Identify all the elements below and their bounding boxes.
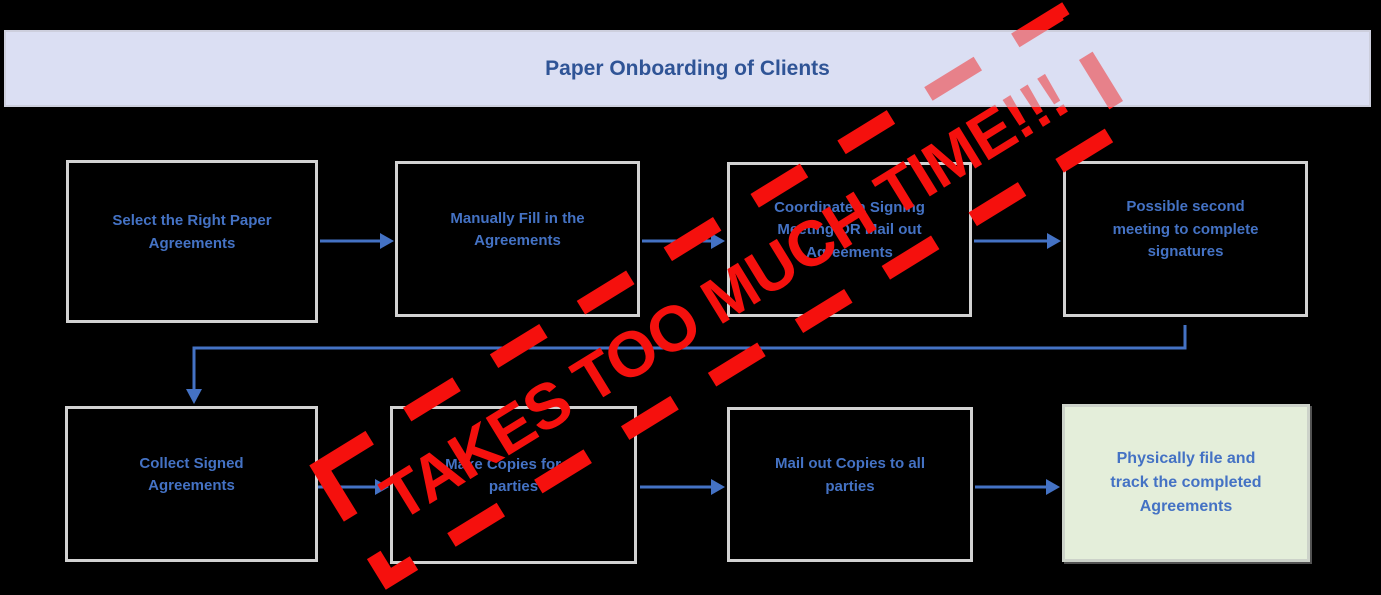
arrowhead-icon (711, 233, 725, 249)
arrowhead-icon (375, 479, 389, 495)
arrowhead-icon (711, 479, 725, 495)
arrowhead-icon (1046, 479, 1060, 495)
page-title: Paper Onboarding of Clients (545, 56, 830, 80)
arrowhead-icon (380, 233, 394, 249)
stamp-text: TAKES TOO MUCH TIME!!! (369, 59, 1079, 534)
arrowhead-icon (186, 389, 202, 404)
step-label: Select the Right Paper Agreements (112, 212, 272, 252)
step-label: Manually Fill in the Agreements (450, 209, 585, 250)
step-label: Mail out Copies to all parties (774, 455, 925, 495)
step-label: Physically file and track the completed … (1110, 450, 1262, 515)
step-box-mail-copies: Mail out Copies to all parties (727, 407, 973, 562)
step-box-collect-signed: Collect Signed Agreements (65, 406, 318, 562)
step-box-physically-file: Physically file and track the completed … (1062, 404, 1310, 562)
step-label: Possible second meeting to complete sign… (1112, 198, 1259, 261)
step-label: Make Copies for all parties (445, 455, 582, 496)
arrowhead-icon (1047, 233, 1061, 249)
step-label: Collect Signed Agreements (139, 454, 244, 495)
step-box-select-agreements: Select the Right Paper Agreements (66, 160, 318, 323)
arrow-4-5-elbow (192, 325, 1187, 390)
step-box-second-meeting: Possible second meeting to complete sign… (1063, 161, 1308, 317)
step-box-make-copies: Make Copies for all parties (390, 406, 637, 564)
step-box-coordinate-signing: Coordinate a Signing Meeting OR Mail out… (727, 162, 972, 317)
step-label: Coordinate a Signing Meeting OR Mail out… (774, 198, 925, 261)
